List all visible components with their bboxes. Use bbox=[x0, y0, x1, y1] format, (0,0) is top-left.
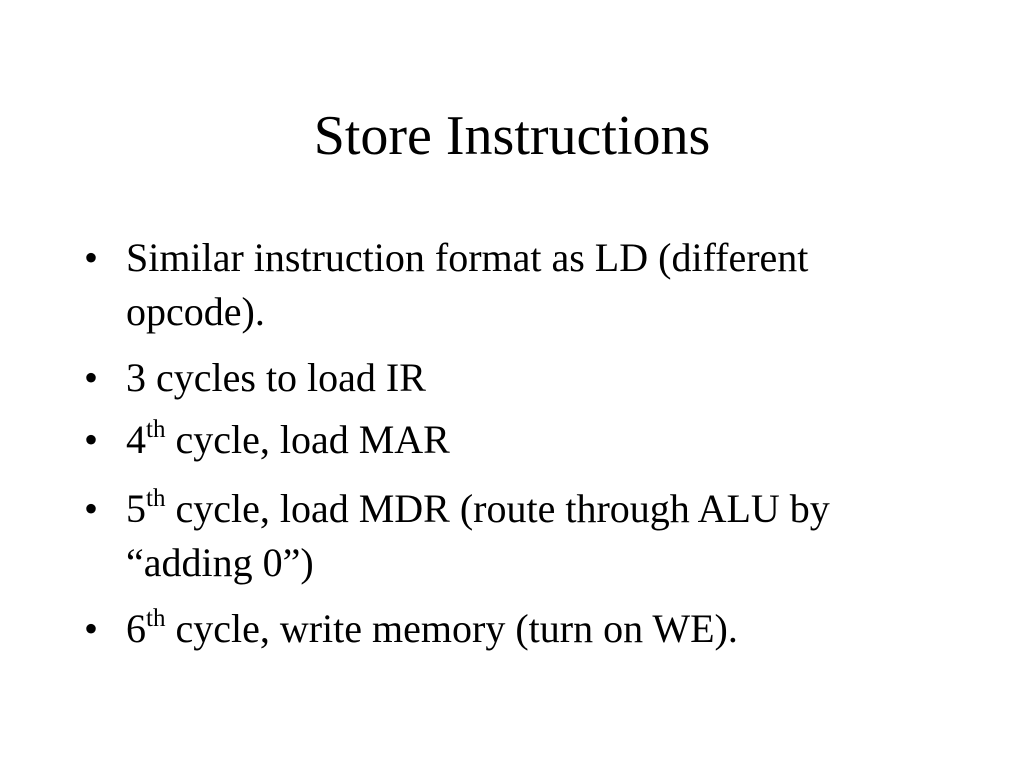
ordinal-number: 4 bbox=[126, 417, 146, 462]
bullet-line: 5th cycle, load MDR (route through ALU b… bbox=[126, 482, 946, 536]
bullet-line: Similar instruction format as LD (differ… bbox=[126, 235, 809, 280]
bullet-line: 3 cycles to load IR bbox=[126, 355, 426, 400]
bullet-text: 3 cycles to load IR bbox=[126, 351, 946, 405]
bullet-line: “adding 0”) bbox=[126, 540, 314, 585]
ordinal-number: 6 bbox=[126, 606, 146, 651]
bullet-icon: • bbox=[84, 355, 99, 400]
bullet-icon: • bbox=[84, 486, 99, 531]
bullet-text: 6th cycle, write memory (turn on WE). bbox=[126, 602, 946, 656]
bullet-text: 5th cycle, load MDR (route through ALU b… bbox=[126, 482, 946, 590]
bullet-text: Similar instruction format as LD (differ… bbox=[126, 231, 946, 339]
bullet-icon: • bbox=[84, 235, 99, 280]
ordinal-number: 5 bbox=[126, 486, 146, 531]
ordinal-suffix: th bbox=[146, 604, 166, 632]
bullet-rest: cycle, load MDR (route through ALU by bbox=[165, 486, 830, 531]
bullet-text: 4th cycle, load MAR bbox=[126, 413, 946, 467]
bullet-line: 6th cycle, write memory (turn on WE). bbox=[126, 602, 946, 656]
bullet-line: opcode). bbox=[126, 289, 265, 334]
bullet-line: 4th cycle, load MAR bbox=[126, 413, 946, 467]
bullet-icon: • bbox=[84, 606, 99, 651]
bullet-icon: • bbox=[84, 417, 99, 462]
bullet-rest: cycle, load MAR bbox=[165, 417, 450, 462]
bullet-rest: cycle, write memory (turn on WE). bbox=[165, 606, 738, 651]
ordinal-suffix: th bbox=[146, 484, 166, 512]
ordinal-suffix: th bbox=[146, 415, 166, 443]
slide-title: Store Instructions bbox=[313, 105, 711, 167]
